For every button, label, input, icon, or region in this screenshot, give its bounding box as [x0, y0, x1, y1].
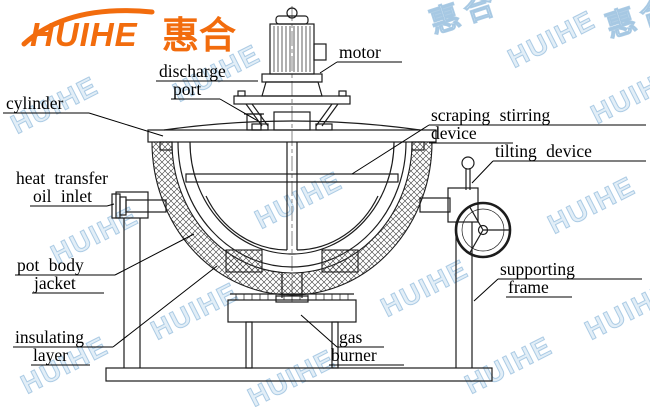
pot-body [151, 141, 433, 303]
leader-tilting [471, 160, 494, 184]
label-device: device [431, 123, 477, 143]
leader-insulating [112, 265, 218, 348]
motor-stand [245, 103, 339, 127]
label-heat-transfer: heat transfer [16, 168, 108, 188]
logo-chinese-text: 惠合 [162, 15, 236, 56]
tilting-device [454, 156, 512, 259]
label-motor: motor [339, 42, 381, 62]
leader-gas-burner [300, 314, 338, 348]
stirrer-shaft [286, 142, 298, 250]
scraping-stirring-device [185, 142, 399, 251]
label-gas: gas [339, 327, 363, 347]
label-frame: frame [508, 277, 549, 297]
motor-junction-box [313, 43, 327, 61]
leader-motor [319, 61, 338, 74]
tilt-crank-knob [461, 156, 475, 170]
oil-inlet-pipe [111, 193, 167, 219]
label-layer: layer [33, 345, 68, 365]
leader-cylinder [88, 112, 164, 137]
gas-burner [227, 293, 357, 369]
supporting-frame [105, 187, 493, 382]
pot-inner-wall [189, 141, 395, 255]
leader-pot-body [114, 233, 195, 276]
burner-leg [245, 321, 253, 369]
left-leg [123, 218, 141, 368]
cylinder-rim [147, 129, 437, 143]
scraper-blade-right [296, 195, 379, 251]
tilting-gearbox [447, 187, 479, 223]
right-leg [455, 222, 473, 368]
scraper-blade-left [205, 195, 288, 251]
burner-leg [331, 321, 339, 369]
label-discharge: discharge [159, 61, 226, 81]
jacket-bottom-block [225, 249, 263, 273]
leader-supporting [473, 278, 499, 302]
label-cylinder: cylinder [6, 93, 64, 113]
base-frame [105, 367, 493, 382]
stirrer-crossbar [185, 173, 399, 183]
right-trunnion [419, 197, 451, 213]
leader-discharge-port [219, 98, 259, 122]
left-bearing-block [115, 191, 149, 219]
jacket-bottom-block [321, 249, 359, 273]
label-pot-body: pot body [17, 255, 84, 275]
leader-oil-inlet [106, 203, 115, 207]
label-jacket: jacket [33, 273, 76, 293]
label-supporting: supporting [500, 259, 575, 279]
label-oil-inlet: oil inlet [33, 186, 92, 206]
huihe-logo: HUIHE 惠合 [10, 2, 270, 65]
jacket-inner-wall [177, 141, 407, 268]
label-port: port [173, 79, 201, 99]
motor-mount-plate [233, 95, 351, 105]
leader-scraping [351, 124, 430, 175]
logo-brand-text: HUIHE [30, 16, 138, 53]
label-burner: burner [331, 345, 377, 365]
lid-dome [163, 120, 421, 131]
handwheel-spokes [468, 206, 510, 254]
logo-swoosh-icon [21, 8, 155, 47]
label-tilting-device: tilting device [495, 141, 592, 161]
label-insulating: insulating [15, 327, 84, 347]
label-scraping-stirring: scraping stirring [431, 105, 550, 125]
callouts: motor discharge port cylinder scraping s… [3, 42, 646, 366]
